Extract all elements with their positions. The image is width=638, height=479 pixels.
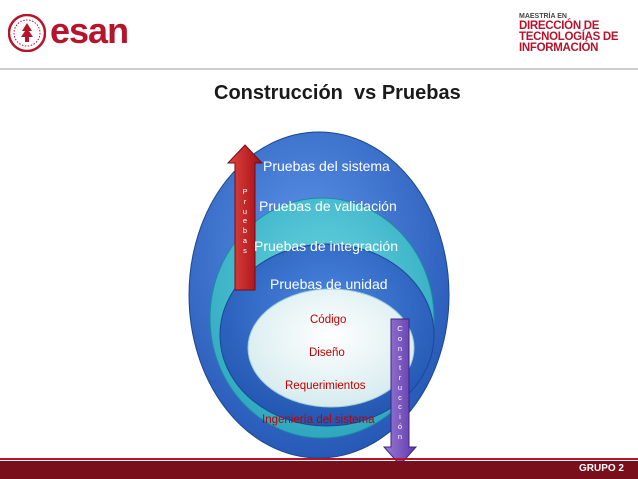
arrow-down-letter: o (397, 333, 403, 343)
ring-label-unit-tests: Pruebas de unidad (270, 276, 388, 292)
arrow-down-letter: s (398, 353, 402, 363)
construccion-down-arrow (382, 318, 418, 466)
ring-label-validation-tests: Pruebas de validación (259, 198, 397, 214)
arrow-up-letter: r (243, 196, 247, 206)
program-line-3: INFORMACIÓN (519, 42, 599, 54)
header-divider (0, 68, 638, 70)
stage-label-system-engineering: Ingeniería del sistema (262, 414, 375, 426)
program-line-2: TECNOLOGÍAS DE (519, 31, 619, 43)
arrow-down-letter: ó (397, 421, 403, 431)
esan-logo-text: esan (50, 10, 129, 51)
arrow-up-letter: P (242, 187, 248, 196)
footer-accent-line (0, 458, 638, 460)
stage-label-requirements: Requerimientos (285, 380, 366, 392)
program-line-1: DIRECCIÓN DE (519, 20, 600, 32)
arrow-up-letter: a (242, 235, 248, 245)
arrow-up-letter: e (242, 216, 248, 226)
footer-group-label: GRUPO 2 (578, 463, 624, 474)
ring-label-system-tests: Pruebas del sistema (263, 158, 390, 174)
stage-label-code: Código (310, 314, 347, 326)
slide-title: Construcción vs Pruebas (214, 82, 461, 104)
program-small-label: MAESTRÍA EN (519, 13, 567, 20)
footer-bar (0, 461, 638, 479)
pruebas-vertical-label: P r u e b a s (239, 187, 251, 256)
arrow-down-letter: t (398, 363, 402, 373)
stage-label-design: Diseño (309, 347, 345, 359)
program-name: MAESTRÍA EN DIRECCIÓN DE TECNOLOGÍAS DE … (519, 12, 631, 54)
arrow-down-letter: i (399, 412, 401, 422)
arrow-down-letter: n (397, 343, 403, 353)
construccion-vertical-label: C o n s t r u c c i ó n (394, 324, 406, 442)
arrow-up-letter: s (243, 245, 247, 255)
arrow-down-letter: c (398, 402, 402, 412)
arrow-down-letter: c (398, 392, 402, 402)
arrow-down-letter: u (397, 382, 403, 392)
arrow-up-letter: u (242, 206, 248, 216)
esan-seal-logo (7, 13, 47, 53)
center-circle (247, 288, 415, 408)
arrow-up-letter: b (242, 226, 248, 236)
pruebas-up-arrow (226, 144, 264, 291)
arrow-down-letter: n (397, 431, 403, 441)
arrow-down-letter: r (398, 372, 402, 382)
arrow-down-letter: C (397, 324, 403, 333)
ring-label-integration-tests: Pruebas de integración (254, 238, 398, 254)
